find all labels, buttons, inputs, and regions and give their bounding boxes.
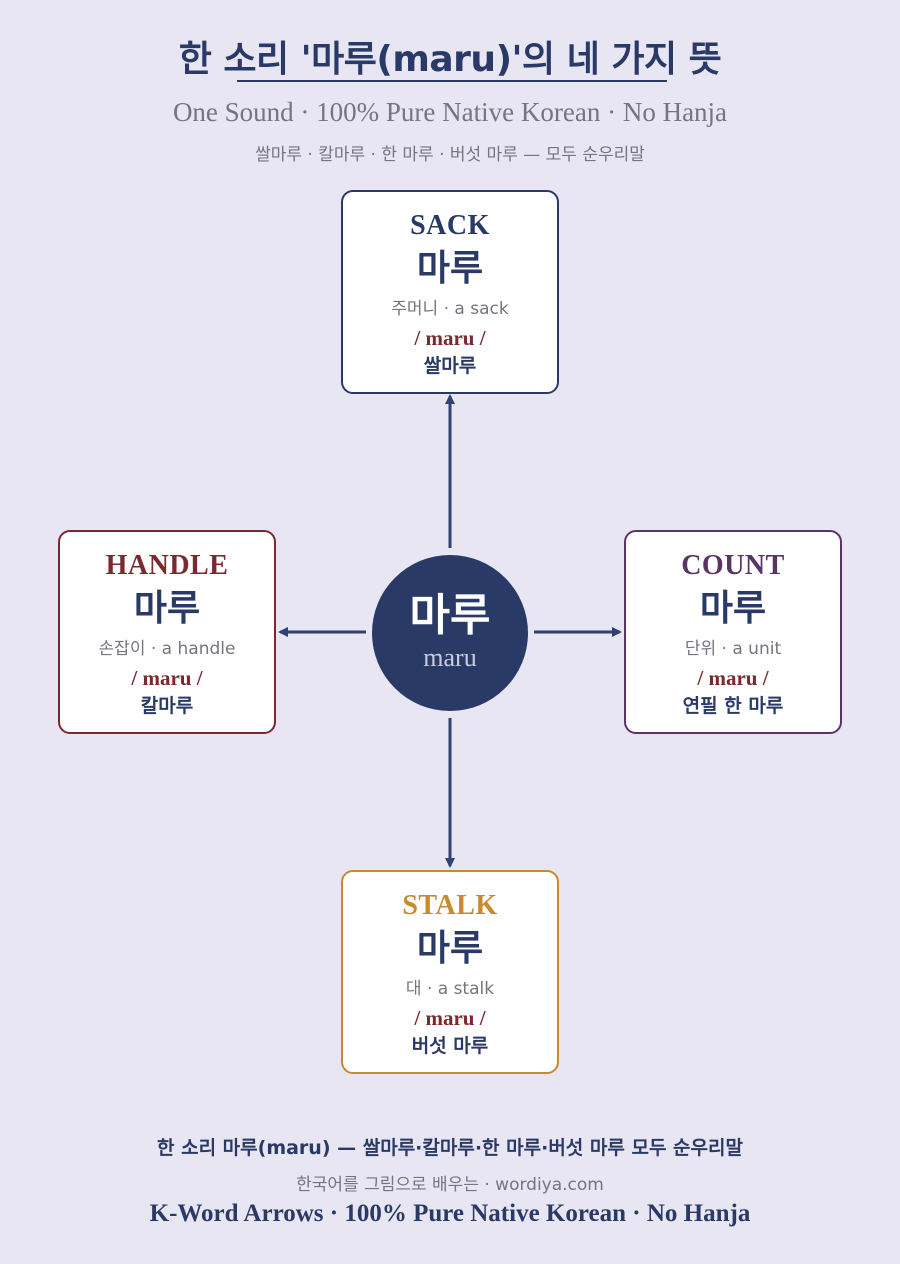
card-romanization: / maru / xyxy=(697,666,769,690)
hub-korean-word: 마루 xyxy=(409,590,491,641)
page-subtitle: One Sound · 100% Pure Native Korean · No… xyxy=(172,97,728,127)
card-romanization: / maru / xyxy=(131,666,203,690)
title-underline xyxy=(237,80,667,82)
card-example: 칼마루 xyxy=(140,695,194,717)
card-english-label: HANDLE xyxy=(105,550,229,581)
central-word-hub: 마루 maru xyxy=(372,555,528,711)
card-example: 쌀마루 xyxy=(423,355,477,377)
page-title: 한 소리 '마루(maru)'의 네 가지 뜻 xyxy=(178,39,722,80)
card-romanization: / maru / xyxy=(414,1006,486,1030)
meaning-card-handle: HANDLE 마루 손잡이 · a handle / maru / 칼마루 xyxy=(58,530,276,734)
card-korean-word: 마루 xyxy=(416,928,484,969)
card-gloss: 주머니 · a sack xyxy=(391,299,509,319)
card-english-label: STALK xyxy=(402,890,498,921)
card-english-label: SACK xyxy=(410,210,490,241)
card-gloss: 손잡이 · a handle xyxy=(98,639,236,659)
hub-romanization: maru xyxy=(423,643,477,672)
card-romanization: / maru / xyxy=(414,326,486,350)
card-korean-word: 마루 xyxy=(133,588,201,629)
card-english-label: COUNT xyxy=(681,550,785,581)
card-gloss: 대 · a stalk xyxy=(405,979,495,999)
card-gloss: 단위 · a unit xyxy=(684,639,782,659)
footer-site: 한국어를 그림으로 배우는 · wordiya.com xyxy=(296,1175,604,1195)
card-example: 버섯 마루 xyxy=(411,1035,489,1057)
card-korean-word: 마루 xyxy=(416,248,484,289)
footer-summary: 한 소리 마루(maru) — 쌀마루·칼마루·한 마루·버섯 마루 모두 순우… xyxy=(157,1137,743,1159)
footer-brand: K-Word Arrows · 100% Pure Native Korean … xyxy=(149,1200,751,1227)
card-korean-word: 마루 xyxy=(699,588,767,629)
card-example: 연필 한 마루 xyxy=(682,695,784,717)
examples-subline: 쌀마루 · 칼마루 · 한 마루 · 버섯 마루 — 모두 순우리말 xyxy=(255,145,645,165)
meaning-card-count: COUNT 마루 단위 · a unit / maru / 연필 한 마루 xyxy=(624,530,842,734)
meaning-card-sack: SACK 마루 주머니 · a sack / maru / 쌀마루 xyxy=(341,190,559,394)
meaning-card-stalk: STALK 마루 대 · a stalk / maru / 버섯 마루 xyxy=(341,870,559,1074)
